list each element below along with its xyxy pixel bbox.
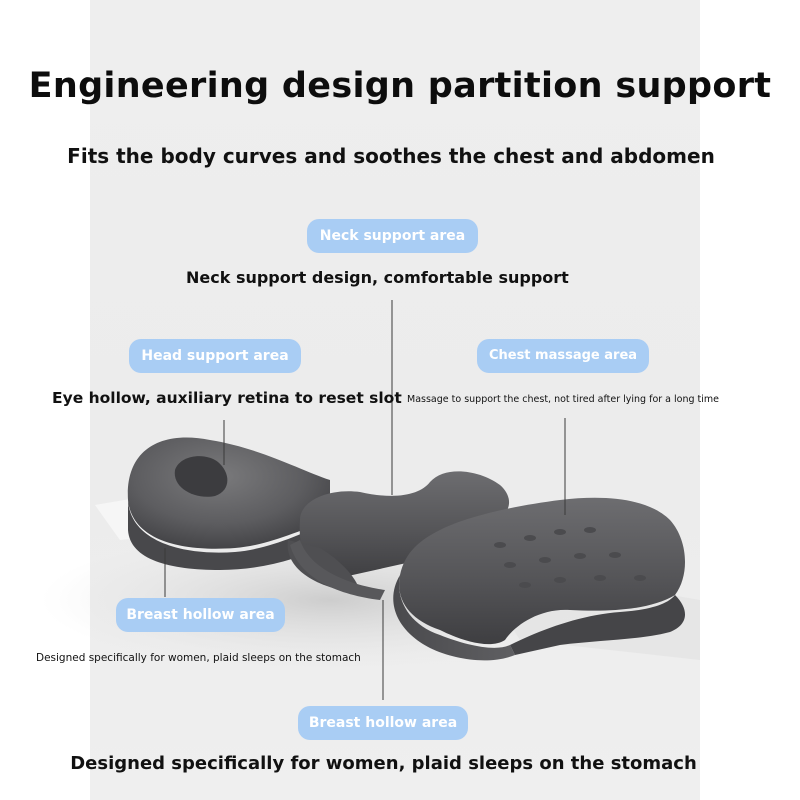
- page-title: Engineering design partition support: [28, 66, 772, 106]
- chest-massage-description: Massage to support the chest, not tired …: [407, 394, 720, 405]
- neck-support-pill: Neck support area: [307, 219, 478, 253]
- breast-hollow-description-bottom: Designed specifically for women, plaid s…: [70, 753, 697, 774]
- head-support-description: Eye hollow, auxiliary retina to reset sl…: [52, 389, 402, 407]
- head-support-pill: Head support area: [129, 339, 301, 373]
- breast-hollow-pill-bottom: Breast hollow area: [298, 706, 468, 740]
- breast-hollow-description-left: Designed specifically for women, plaid s…: [36, 652, 361, 664]
- chest-pillow-shape: [393, 497, 686, 661]
- head-pillow-shape: [127, 437, 331, 570]
- neck-support-description: Neck support design, comfortable support: [186, 268, 569, 287]
- leader-lines: [164, 300, 566, 700]
- center-pillow-shape: [287, 471, 510, 600]
- breast-hollow-pill-left: Breast hollow area: [116, 598, 285, 632]
- chest-massage-pill: Chest massage area: [477, 339, 649, 373]
- page-subtitle: Fits the body curves and soothes the che…: [67, 144, 715, 168]
